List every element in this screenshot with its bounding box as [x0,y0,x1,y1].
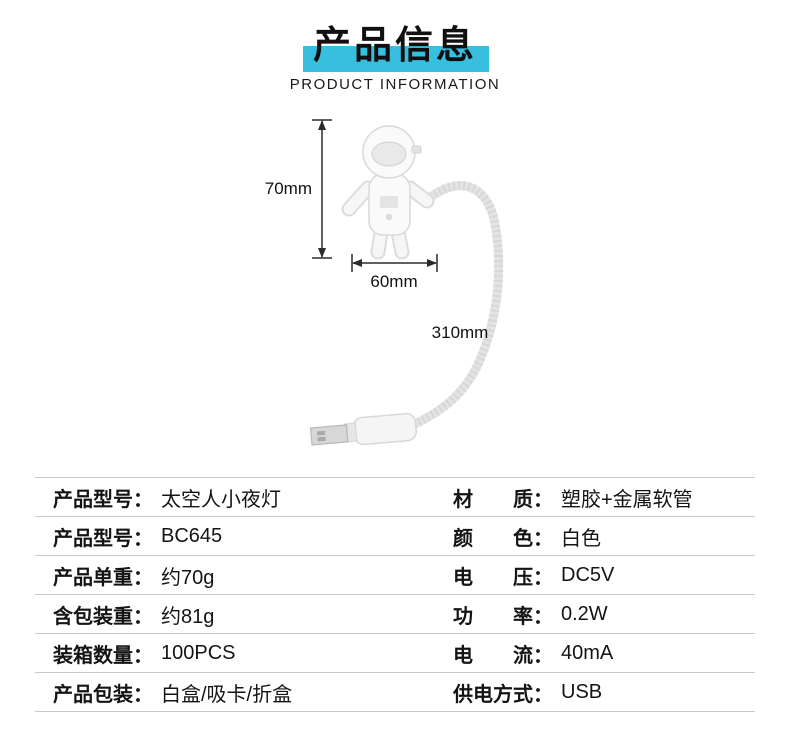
spec-value: 塑胶+金属软管 [561,488,693,511]
spec-value: 约70g [161,566,215,589]
spec-value: USB [561,680,603,703]
spec-value: DC5V [561,563,615,586]
dim-height-label: 70mm [265,179,312,198]
spec-value: 白盒/吸卡/折盒 [161,683,293,706]
spec-label: 产品型号： [53,527,153,550]
spec-cell: 装箱数量： 100PCS [35,639,453,668]
page-title-text: 产品信息 [312,25,477,67]
dim-height-arrow [312,119,332,259]
spec-label: 材 质： [453,488,553,511]
spec-row: 产品单重： 约70g 电 压： DC5V [35,555,755,594]
spec-label: 产品单重： [53,566,153,589]
spec-row: 产品包装： 白盒/吸卡/折盒 供电方式： USB [35,672,755,712]
spec-cell: 产品型号： BC645 [35,522,453,551]
spec-value: 100PCS [161,641,236,664]
spec-cell: 功 率： 0.2W [453,600,755,629]
spec-label: 电 流： [453,644,553,667]
spec-label: 电 压： [453,566,553,589]
header: 产品信息 PRODUCT INFORMATION [0,25,790,93]
flexible-tube-illustration [408,181,504,430]
spec-value: BC645 [161,524,223,547]
spec-label: 装箱数量： [53,644,153,667]
spec-row: 装箱数量： 100PCS 电 流： 40mA [35,633,755,672]
spec-value: 白色 [561,527,601,550]
spec-row: 产品型号： 太空人小夜灯 材 质： 塑胶+金属软管 [35,477,755,516]
spec-cell: 产品单重： 约70g [35,561,453,590]
title-highlight-bar [302,46,489,72]
spec-value: 太空人小夜灯 [161,488,281,511]
spec-cell: 含包装重： 约81g [35,600,453,629]
spec-value: 约81g [161,605,215,628]
astronaut-illustration [341,125,435,260]
dim-tube-label: 310mm [432,323,489,342]
usb-connector-illustration [309,412,417,446]
spec-label: 功 率： [453,605,553,628]
spec-row: 含包装重： 约81g 功 率： 0.2W [35,594,755,633]
spec-value: 40mA [561,641,614,664]
spec-label: 产品型号： [53,488,153,511]
spec-cell: 颜 色： 白色 [453,522,755,551]
dim-width-arrow [351,254,438,272]
page-title: 产品信息 [302,25,489,72]
product-diagram: 70mm 60mm 310mm [265,119,504,446]
spec-label: 含包装重： [53,605,153,628]
spec-cell: 产品包装： 白盒/吸卡/折盒 [35,678,453,707]
spec-value: 0.2W [561,602,608,625]
spec-cell: 材 质： 塑胶+金属软管 [453,483,755,512]
spec-label: 产品包装： [53,683,153,706]
spec-cell: 电 压： DC5V [453,561,755,590]
dim-width-label: 60mm [370,272,417,291]
spec-cell: 产品型号： 太空人小夜灯 [35,483,453,512]
spec-label: 颜 色： [453,527,553,550]
spec-table: 产品型号： 太空人小夜灯 材 质： 塑胶+金属软管 产品型号： BC645 颜 … [35,477,755,712]
spec-label: 供电方式： [453,683,553,706]
spec-row: 产品型号： BC645 颜 色： 白色 [35,516,755,555]
spec-cell: 电 流： 40mA [453,639,755,668]
spec-cell: 供电方式： USB [453,678,755,707]
page-subtitle: PRODUCT INFORMATION [289,75,501,93]
